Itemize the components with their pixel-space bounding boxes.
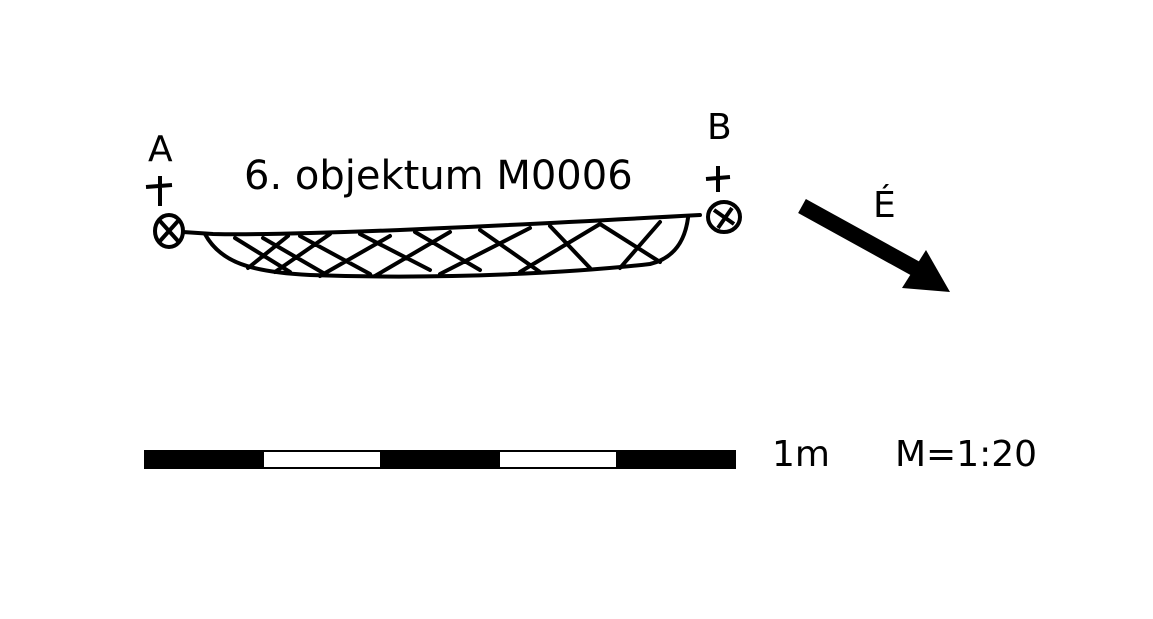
point-a-marker — [145, 176, 185, 249]
scale-segment — [616, 450, 736, 469]
scale-segment — [498, 450, 618, 469]
feature-hatching — [233, 220, 662, 278]
point-b-label: B — [707, 107, 732, 148]
scale-segment — [144, 450, 264, 469]
north-arrow-icon — [798, 198, 950, 292]
point-a-label: A — [148, 129, 173, 170]
scale-length-label: 1m — [772, 434, 830, 475]
feature-outline — [181, 213, 702, 279]
drawing-title: 6. objektum M0006 — [244, 153, 633, 199]
scale-bar — [144, 450, 736, 469]
north-arrow-label: É — [873, 185, 896, 226]
scale-segment — [262, 450, 382, 469]
scale-ratio-label: M=1:20 — [895, 434, 1038, 475]
point-b-marker — [705, 166, 742, 234]
scale-segment — [380, 450, 500, 469]
